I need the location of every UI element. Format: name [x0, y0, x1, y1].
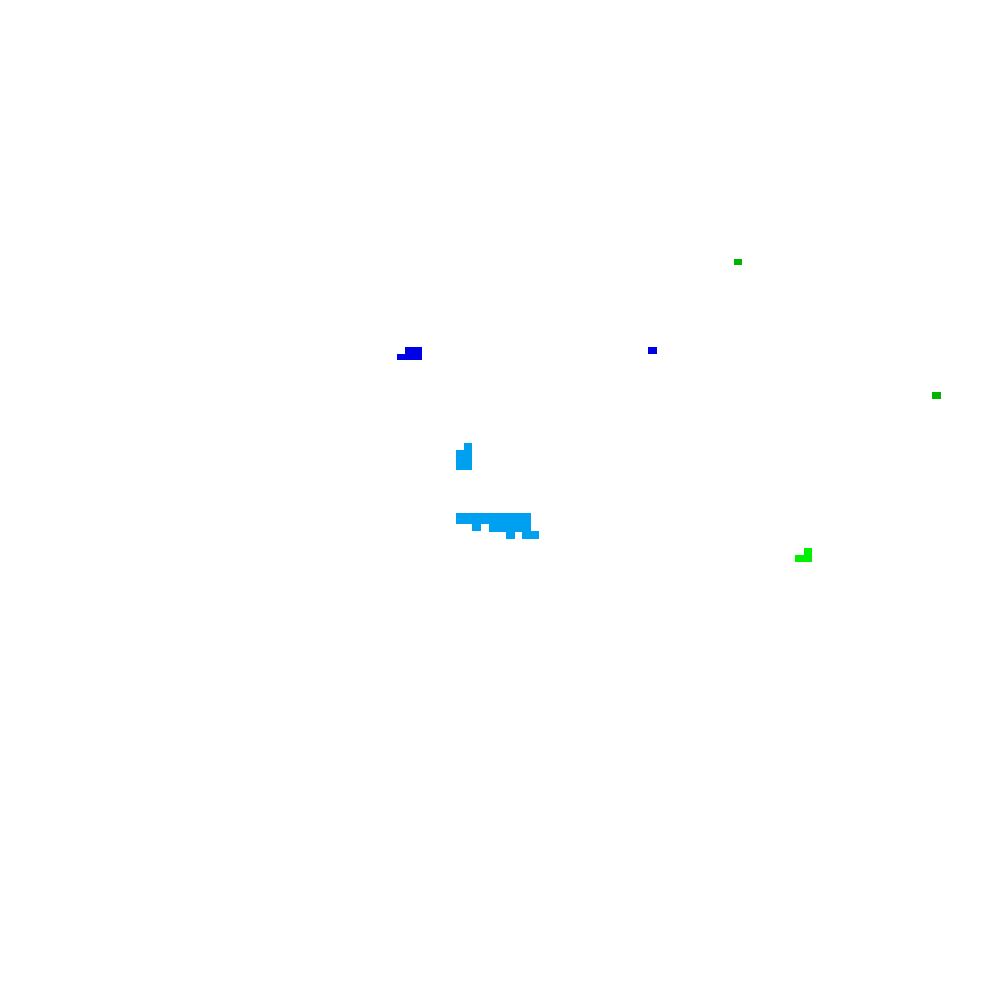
sky-blue-cluster-lower-block-5 [522, 531, 539, 539]
sky-blue-cluster-lower-block-1 [472, 522, 481, 531]
green-dot-top [734, 259, 742, 265]
sky-blue-cluster-upper-block-1 [456, 450, 472, 470]
sky-blue-cluster-lower-block-0 [456, 513, 489, 524]
sky-blue-cluster-upper [456, 443, 472, 470]
bright-green-cluster [795, 548, 812, 562]
green-dot-right-block-0 [932, 392, 941, 399]
deep-blue-cluster-left-block-0 [405, 347, 422, 360]
sky-blue-cluster-lower-block-3 [497, 522, 531, 532]
deep-blue-dot-center [648, 347, 657, 354]
bright-green-cluster-block-1 [795, 555, 812, 562]
sky-blue-cluster-lower-block-4 [506, 530, 515, 539]
deep-blue-cluster-left [397, 347, 422, 360]
green-dot-top-block-0 [734, 259, 742, 265]
deep-blue-dot-center-block-0 [648, 347, 657, 354]
deep-blue-cluster-left-block-1 [397, 354, 407, 360]
sky-blue-cluster-lower [456, 513, 539, 539]
green-dot-right [932, 392, 941, 399]
